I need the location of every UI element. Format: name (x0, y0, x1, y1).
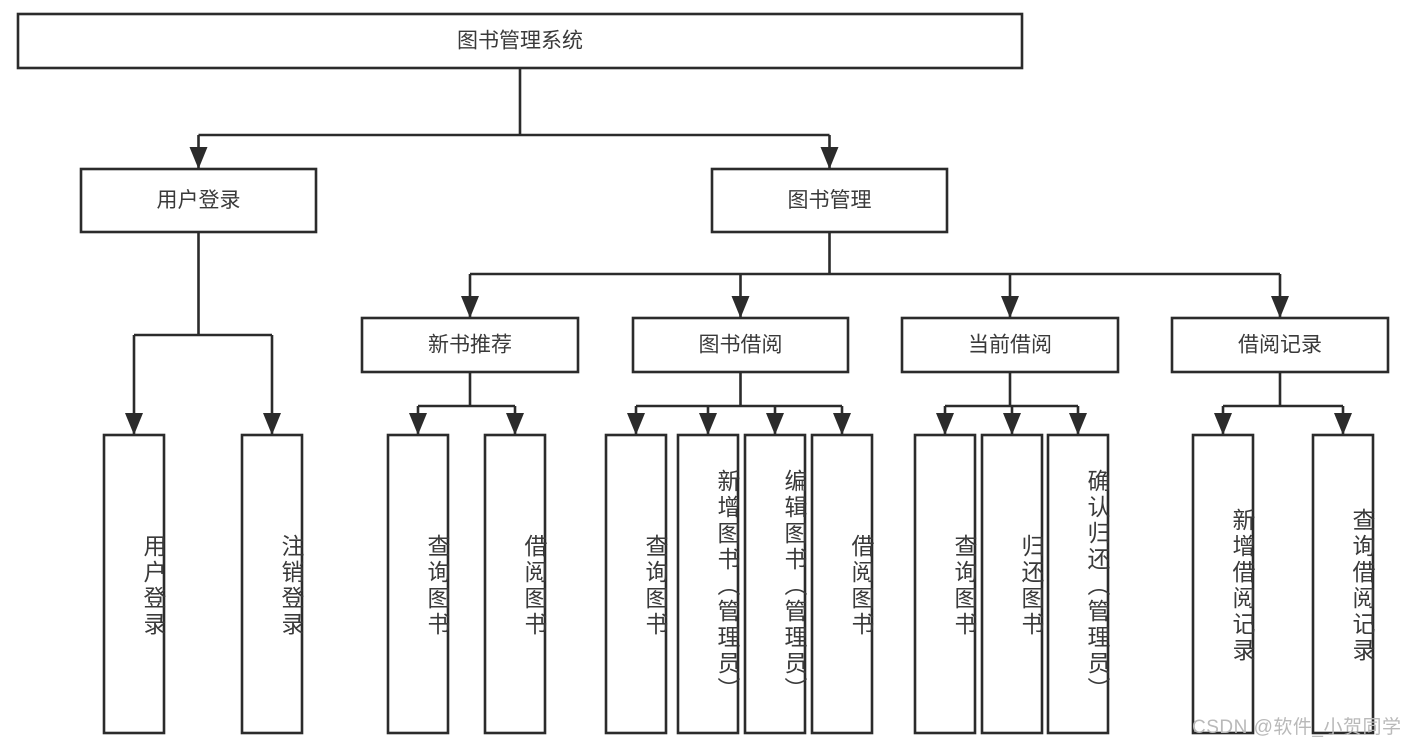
arrow-head-leaf-user-login (125, 413, 143, 435)
node-label-book-manage: 图书管理 (788, 189, 872, 212)
node-box-leaf-add-book[interactable] (676, 433, 740, 735)
arrow-head-current-borrow (1001, 296, 1019, 318)
node-box-borrow-record[interactable] (1170, 316, 1390, 374)
node-label-user-login: 用户登录 (157, 189, 241, 212)
node-box-leaf-edit-book[interactable] (743, 433, 807, 735)
node-box-leaf-query-book-2[interactable] (604, 433, 668, 735)
node-box-leaf-user-login[interactable] (102, 433, 166, 735)
node-box-new-book-recommend[interactable] (360, 316, 580, 374)
node-box-current-borrow[interactable] (900, 316, 1120, 374)
arrow-head-leaf-query-book-3 (936, 413, 954, 435)
node-boxes-layer (16, 12, 1390, 735)
arrow-head-leaf-add-book (699, 413, 717, 435)
arrow-head-user-login (189, 147, 208, 169)
node-box-leaf-query-book-3[interactable] (913, 433, 977, 735)
watermark-text: CSDN @软件_小贺同学 (1192, 717, 1402, 738)
node-label-borrow-record: 借阅记录 (1238, 334, 1322, 357)
arrow-head-new-book-recommend (461, 296, 479, 318)
arrow-head-leaf-return-book (1003, 413, 1021, 435)
node-box-leaf-confirm-return[interactable] (1046, 433, 1110, 735)
arrow-head-book-borrow (731, 296, 750, 318)
arrow-head-leaf-query-book-1 (409, 413, 427, 435)
arrow-head-borrow-record (1271, 296, 1289, 318)
arrow-head-leaf-borrow-book-2 (833, 413, 851, 435)
arrow-head-leaf-user-logout (263, 413, 281, 435)
node-box-leaf-add-record[interactable] (1191, 433, 1255, 735)
arrow-head-leaf-add-record (1214, 413, 1232, 435)
node-box-leaf-borrow-book-1[interactable] (483, 433, 547, 735)
node-box-user-login[interactable] (79, 167, 318, 234)
arrow-head-leaf-confirm-return (1069, 413, 1087, 435)
node-box-book-borrow[interactable] (631, 316, 850, 374)
node-box-book-manage[interactable] (710, 167, 949, 234)
node-box-leaf-query-record[interactable] (1311, 433, 1375, 735)
arrow-head-leaf-edit-book (766, 413, 784, 435)
node-box-leaf-user-logout[interactable] (240, 433, 304, 735)
node-box-leaf-query-book-1[interactable] (386, 433, 450, 735)
node-box-leaf-return-book[interactable] (980, 433, 1044, 735)
node-label-current-borrow: 当前借阅 (968, 334, 1052, 357)
arrow-head-book-manage (820, 147, 839, 169)
connectors-layer (125, 68, 1352, 435)
arrow-head-leaf-borrow-book-1 (506, 413, 524, 435)
node-box-root[interactable] (16, 12, 1024, 70)
arrow-head-leaf-query-book-2 (627, 413, 645, 435)
node-label-root: 图书管理系统 (457, 30, 583, 53)
arrow-head-leaf-query-record (1334, 413, 1352, 435)
node-label-book-borrow: 图书借阅 (699, 334, 783, 357)
node-label-new-book-recommend: 新书推荐 (428, 334, 512, 357)
node-box-leaf-borrow-book-2[interactable] (810, 433, 874, 735)
